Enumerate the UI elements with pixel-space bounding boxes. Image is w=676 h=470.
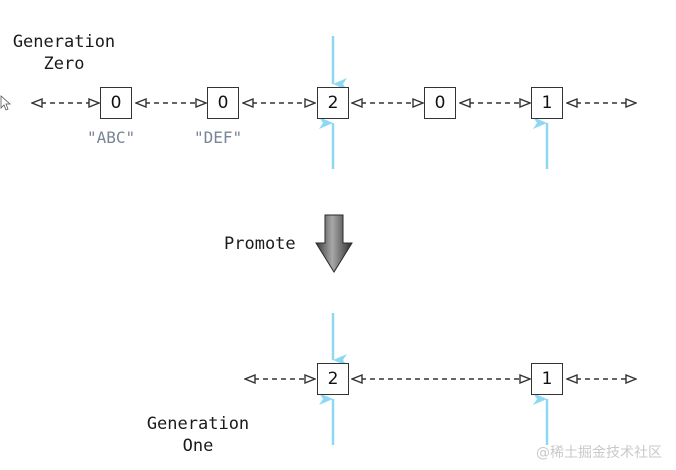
ref-count: 0 — [434, 93, 446, 113]
watermark: @稀土掘金技术社区 — [536, 445, 662, 461]
gen0-node-4[interactable]: 0 — [424, 87, 456, 119]
string-label-abc: "ABC" — [87, 128, 136, 147]
gen0-node-5[interactable]: 1 — [531, 87, 563, 119]
generation-zero-title-line1: Generation — [12, 32, 116, 52]
gen1-node-1[interactable]: 2 — [317, 363, 349, 395]
generation-one-title-line2: One — [182, 436, 214, 456]
gen0-node-1[interactable]: 0 — [100, 87, 132, 119]
ref-count: 0 — [110, 93, 122, 113]
ref-count: 2 — [327, 93, 339, 113]
generation-zero-title-line2: Zero — [43, 54, 85, 74]
string-label-def: "DEF" — [194, 128, 243, 147]
ref-count: 1 — [541, 93, 553, 113]
gen0-node-3[interactable]: 2 — [317, 87, 349, 119]
gen1-references — [319, 313, 549, 445]
gen1-node-2[interactable]: 1 — [531, 363, 563, 395]
ref-count: 1 — [541, 369, 553, 389]
ref-count: 2 — [327, 369, 339, 389]
generation-one-title-line1: Generation — [146, 414, 250, 434]
mouse-cursor-icon — [0, 95, 12, 111]
promote-arrow-icon — [315, 214, 353, 273]
promote-label: Promote — [224, 234, 296, 254]
gen0-node-2[interactable]: 0 — [207, 87, 239, 119]
generation-zero-title: Generation Zero — [2, 31, 126, 75]
generation-one-title: Generation One — [136, 413, 260, 457]
ref-count: 0 — [217, 93, 229, 113]
gen0-references — [319, 36, 549, 169]
